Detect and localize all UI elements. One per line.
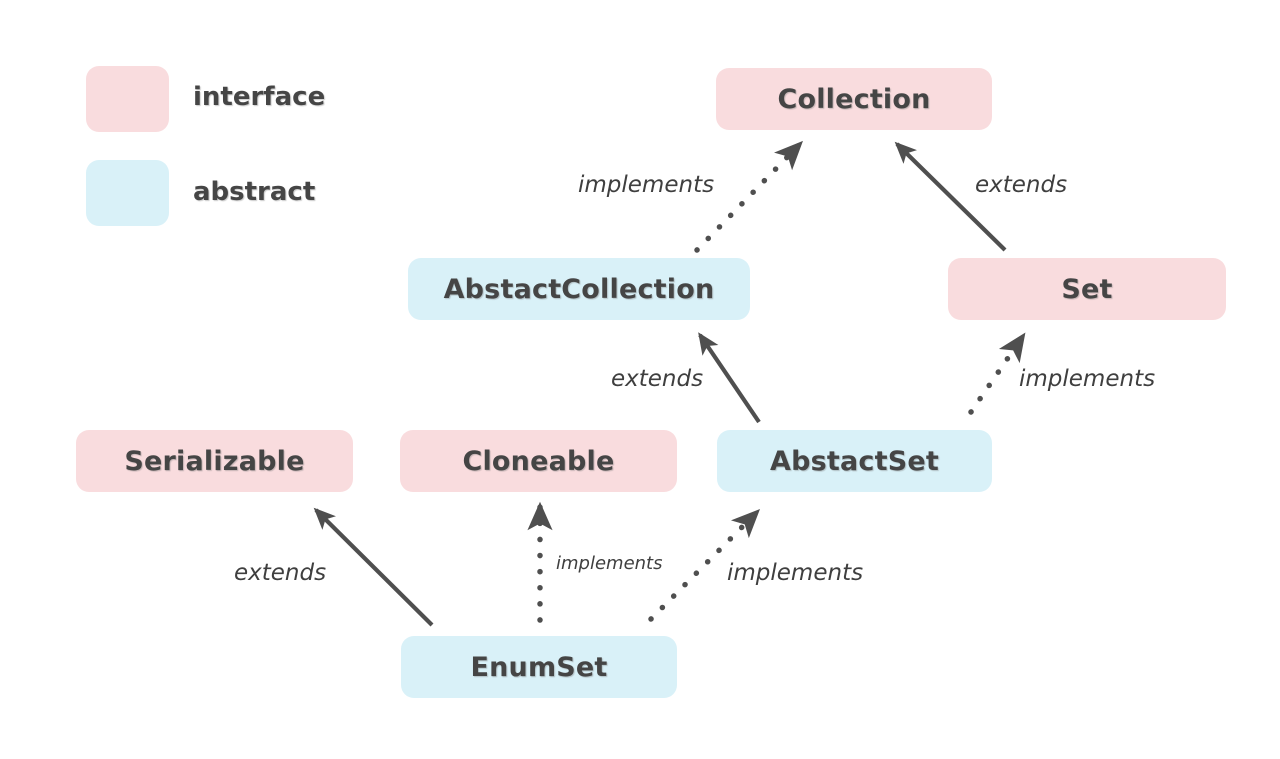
edge-label-implements: implements xyxy=(1019,366,1156,392)
node-abstactcollection[interactable]: AbstactCollection xyxy=(408,258,750,320)
legend-label-interface: interface xyxy=(193,82,326,112)
node-set[interactable]: Set xyxy=(948,258,1226,320)
edge-label-extends: extends xyxy=(975,172,1068,198)
node-abstactset[interactable]: AbstactSet xyxy=(717,430,992,492)
edge-extends xyxy=(698,332,761,424)
edge-implements xyxy=(968,332,1026,415)
edge-label-implements: implements xyxy=(556,553,663,574)
node-enumset[interactable]: EnumSet xyxy=(401,636,677,698)
edge-extends xyxy=(313,507,434,627)
node-collection[interactable]: Collection xyxy=(716,68,992,130)
edge-label-implements: implements xyxy=(578,172,715,198)
legend-swatch-interface xyxy=(86,66,169,132)
node-cloneable[interactable]: Cloneable xyxy=(400,430,677,492)
edge-label-extends: extends xyxy=(234,560,327,586)
legend-swatch-abstract xyxy=(86,160,169,226)
edge-label-extends: extends xyxy=(611,366,704,392)
legend-label-abstract: abstract xyxy=(193,177,316,207)
edge-label-implements: implements xyxy=(727,560,864,586)
node-serializable[interactable]: Serializable xyxy=(76,430,353,492)
edge-extends xyxy=(894,141,1007,252)
